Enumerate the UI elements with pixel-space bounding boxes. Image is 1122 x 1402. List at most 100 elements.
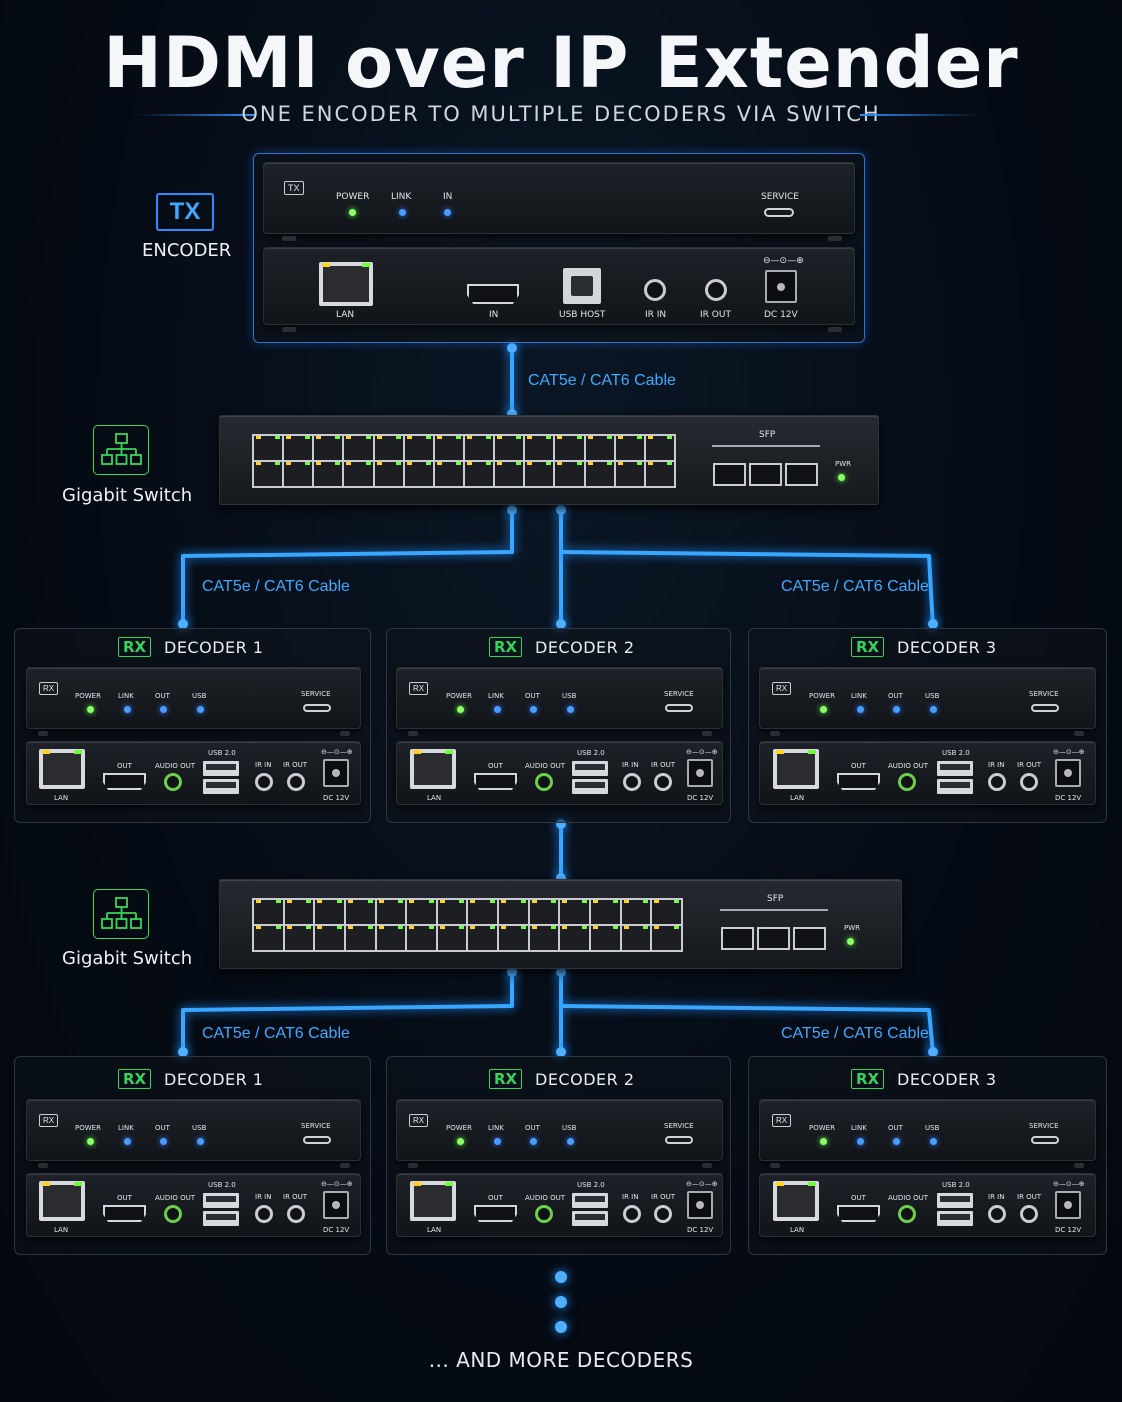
audio-out-label: AUDIO OUT bbox=[525, 1194, 566, 1202]
hdmi-out-port[interactable] bbox=[103, 773, 146, 790]
ir-out-jack[interactable] bbox=[1020, 1205, 1038, 1223]
usb-a-port-2[interactable] bbox=[572, 779, 608, 794]
lan-label: LAN bbox=[54, 1226, 69, 1234]
hdmi-out-port[interactable] bbox=[474, 1205, 517, 1222]
dc-polarity-symbol: ⊖—⊙—⊕ bbox=[1053, 1180, 1085, 1188]
sfp-port-3[interactable] bbox=[785, 463, 818, 486]
ir-in-jack[interactable] bbox=[623, 773, 641, 791]
hdmi-out-port[interactable] bbox=[103, 1205, 146, 1222]
link-label: LINK bbox=[488, 692, 504, 700]
dc-power-jack[interactable] bbox=[687, 759, 713, 787]
usb-a-port-1[interactable] bbox=[572, 1193, 608, 1208]
usb-a-port-1[interactable] bbox=[937, 1193, 973, 1208]
service-usbc-port[interactable] bbox=[303, 1136, 331, 1144]
audio-out-jack[interactable] bbox=[164, 773, 182, 791]
ir-in-jack[interactable] bbox=[988, 1205, 1006, 1223]
lan-port[interactable] bbox=[39, 749, 85, 789]
service-usbc-port[interactable] bbox=[303, 704, 331, 712]
usb-a-port-2[interactable] bbox=[937, 779, 973, 794]
sfp-port-3[interactable] bbox=[793, 927, 826, 950]
usb-led bbox=[567, 1138, 574, 1145]
hdmi-out-label: OUT bbox=[117, 1194, 132, 1202]
usb-host-port[interactable] bbox=[563, 268, 601, 304]
dc-power-jack[interactable] bbox=[1055, 759, 1081, 787]
dc-power-jack[interactable] bbox=[323, 1191, 349, 1219]
ir-in-jack[interactable] bbox=[988, 773, 1006, 791]
link-led bbox=[857, 706, 864, 713]
dc-label: DC 12V bbox=[1055, 794, 1082, 802]
ir-in-jack[interactable] bbox=[623, 1205, 641, 1223]
out-label: OUT bbox=[888, 1124, 903, 1132]
service-usbc-port[interactable] bbox=[1031, 704, 1059, 712]
sfp-port-1[interactable] bbox=[721, 927, 754, 950]
lan-port[interactable] bbox=[410, 1181, 456, 1221]
hdmi-out-port[interactable] bbox=[837, 1205, 880, 1222]
hdmi-out-port[interactable] bbox=[474, 773, 517, 790]
sfp-port-2[interactable] bbox=[757, 927, 790, 950]
ir-out-jack[interactable] bbox=[654, 773, 672, 791]
usb-a-port-2[interactable] bbox=[572, 1211, 608, 1226]
subtitle-line-left bbox=[135, 114, 255, 116]
lan-port[interactable] bbox=[39, 1181, 85, 1221]
hdmi-in-port[interactable] bbox=[467, 284, 519, 304]
usb-a-port-1[interactable] bbox=[937, 761, 973, 776]
sfp-port-2[interactable] bbox=[749, 463, 782, 486]
service-usbc-port[interactable] bbox=[1031, 1136, 1059, 1144]
power-label: POWER bbox=[336, 192, 370, 202]
service-label: SERVICE bbox=[664, 690, 694, 698]
usb-led bbox=[567, 706, 574, 713]
switch2-port-grid[interactable] bbox=[252, 898, 683, 952]
ir-out-jack[interactable] bbox=[287, 1205, 305, 1223]
usb-a-port-1[interactable] bbox=[203, 761, 239, 776]
rx-badge-r1-3: RX bbox=[851, 637, 885, 657]
audio-out-jack[interactable] bbox=[535, 1205, 553, 1223]
service-label: SERVICE bbox=[1029, 690, 1059, 698]
wire-switch1-decoder1 bbox=[181, 510, 514, 628]
service-usbc-port[interactable] bbox=[665, 1136, 693, 1144]
wire-switch2-decoder1 bbox=[181, 972, 514, 1054]
panel-tx-badge: TX bbox=[284, 181, 304, 195]
dc-polarity-symbol: ⊖—⊙—⊕ bbox=[686, 748, 718, 756]
ir-out-jack[interactable] bbox=[287, 773, 305, 791]
rx-badge-r2-2: RX bbox=[489, 1069, 523, 1089]
network-topology-icon bbox=[93, 425, 149, 475]
ir-out-jack[interactable] bbox=[705, 279, 727, 301]
ir-in-jack[interactable] bbox=[255, 1205, 273, 1223]
audio-out-jack[interactable] bbox=[535, 773, 553, 791]
pwr-label: PWR bbox=[844, 924, 861, 932]
audio-out-label: AUDIO OUT bbox=[155, 762, 196, 770]
hdmi-out-port[interactable] bbox=[837, 773, 880, 790]
audio-out-jack[interactable] bbox=[164, 1205, 182, 1223]
usb-a-port-2[interactable] bbox=[937, 1211, 973, 1226]
service-usbc-port[interactable] bbox=[665, 704, 693, 712]
usb-led bbox=[930, 1138, 937, 1145]
ir-in-jack[interactable] bbox=[255, 773, 273, 791]
dc-power-jack[interactable] bbox=[765, 270, 797, 303]
sfp-port-1[interactable] bbox=[713, 463, 746, 486]
dc-polarity-symbol: ⊖—⊙—⊕ bbox=[321, 748, 353, 756]
usb-a-port-2[interactable] bbox=[203, 1211, 239, 1226]
ir-out-jack[interactable] bbox=[654, 1205, 672, 1223]
dc-power-jack[interactable] bbox=[323, 759, 349, 787]
lan-port[interactable] bbox=[319, 262, 373, 306]
usb-a-port-1[interactable] bbox=[572, 761, 608, 776]
audio-out-jack[interactable] bbox=[898, 1205, 916, 1223]
usb-label: USB bbox=[925, 692, 940, 700]
dc-power-jack[interactable] bbox=[687, 1191, 713, 1219]
usb-a-port-1[interactable] bbox=[203, 1193, 239, 1208]
ir-out-jack[interactable] bbox=[1020, 773, 1038, 791]
lan-port[interactable] bbox=[773, 1181, 819, 1221]
lan-port[interactable] bbox=[773, 749, 819, 789]
switch1-port-grid[interactable] bbox=[252, 434, 676, 488]
usb-a-port-2[interactable] bbox=[203, 779, 239, 794]
ir-out-label: IR OUT bbox=[651, 1193, 676, 1201]
audio-out-jack[interactable] bbox=[898, 773, 916, 791]
lan-port[interactable] bbox=[410, 749, 456, 789]
out-led bbox=[160, 1138, 167, 1145]
usb20-label: USB 2.0 bbox=[208, 1181, 236, 1189]
lan-label: LAN bbox=[427, 1226, 442, 1234]
cable-label-row2-left: CAT5e / CAT6 Cable bbox=[202, 1025, 350, 1042]
service-usbc-port[interactable] bbox=[764, 208, 794, 217]
ir-in-jack[interactable] bbox=[644, 279, 666, 301]
dc-power-jack[interactable] bbox=[1055, 1191, 1081, 1219]
